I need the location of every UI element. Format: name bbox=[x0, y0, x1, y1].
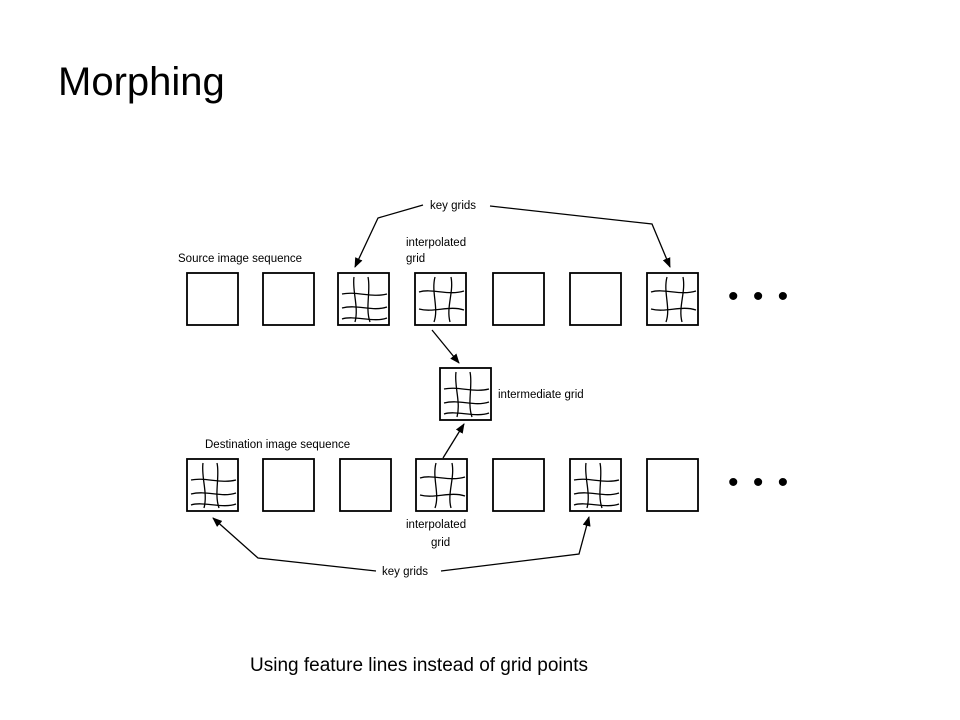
destination-frame-5 bbox=[492, 458, 545, 512]
destination-frame-7 bbox=[646, 458, 699, 512]
interpolated-to-intermediate-arrow bbox=[431, 329, 460, 364]
key-grids-bottom-arrow-left bbox=[212, 517, 377, 572]
interpolated-top-line1: interpolated bbox=[406, 237, 466, 249]
intermediate-grid-frame bbox=[439, 367, 492, 421]
key-grids-top-label: key grids bbox=[430, 200, 476, 212]
key-grids-top-arrow-right bbox=[489, 205, 671, 268]
key-grids-top-arrow-left bbox=[354, 204, 424, 268]
source-key-grid-frame-2 bbox=[646, 272, 699, 326]
source-frame-2 bbox=[262, 272, 315, 326]
ellipsis-top: • • • bbox=[728, 280, 791, 313]
slide-caption: Using feature lines instead of grid poin… bbox=[250, 655, 588, 676]
interpolated-bottom-line2: grid bbox=[431, 537, 450, 549]
key-grids-bottom-label: key grids bbox=[382, 566, 428, 578]
source-sequence-label: Source image sequence bbox=[178, 253, 302, 265]
source-key-grid-frame bbox=[337, 272, 390, 326]
source-frame-6 bbox=[569, 272, 622, 326]
destination-row: • • • bbox=[186, 458, 791, 512]
source-row: • • • bbox=[186, 272, 791, 326]
destination-key-grid-frame bbox=[186, 458, 239, 512]
destination-interpolated-grid-frame bbox=[415, 458, 468, 512]
ellipsis-bottom: • • • bbox=[728, 466, 791, 499]
intermediate-grid-label: intermediate grid bbox=[498, 389, 584, 401]
source-frame-5 bbox=[492, 272, 545, 326]
key-grids-bottom-arrow-right bbox=[440, 516, 591, 572]
source-interpolated-grid-frame bbox=[414, 272, 467, 326]
slide-title: Morphing bbox=[58, 60, 225, 104]
destination-frame-3 bbox=[339, 458, 392, 512]
destination-frame-2 bbox=[262, 458, 315, 512]
interpolated-top-line2: grid bbox=[406, 253, 425, 265]
destination-sequence-label: Destination image sequence bbox=[205, 439, 350, 451]
interpolated-bottom-line1: interpolated bbox=[406, 519, 466, 531]
destination-to-intermediate-arrow bbox=[442, 423, 465, 459]
destination-key-grid-frame-2 bbox=[569, 458, 622, 512]
source-frame-1 bbox=[186, 272, 239, 326]
